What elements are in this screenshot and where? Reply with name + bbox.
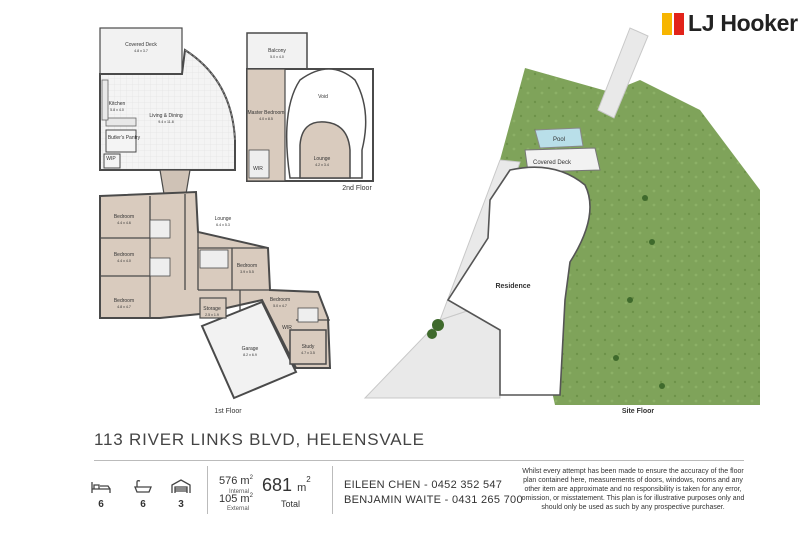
room-label: Lounge xyxy=(215,216,232,222)
second-floor-plan xyxy=(246,32,374,182)
room-dimensions: 4.4 x 4.0 xyxy=(117,259,131,263)
internal-label: Internal xyxy=(229,489,250,495)
external-label: External xyxy=(227,506,250,512)
bed-icon xyxy=(91,482,111,493)
car-spaces-count: 3 xyxy=(178,499,184,510)
divider xyxy=(94,460,744,461)
site-label-residence: Residence xyxy=(495,283,530,290)
disclaimer: Whilst every attempt has been made to en… xyxy=(521,468,745,511)
room-dimensions: 5.8 x 4.0 xyxy=(110,108,124,112)
room-label: Lounge xyxy=(314,156,331,162)
internal-area: 576 m2 xyxy=(219,475,253,487)
room-label: WIP xyxy=(106,156,116,162)
garage-icon xyxy=(171,479,191,493)
site-floor-title: Site Floor xyxy=(622,408,655,415)
site-label-covered-deck: Covered Deck xyxy=(533,160,572,166)
total-area: 681 m2 xyxy=(262,475,311,495)
room-dimensions: 4.2 x 3.4 xyxy=(315,163,329,167)
lj-hooker-logo-icon xyxy=(662,13,684,35)
separator xyxy=(332,466,333,514)
site-residence xyxy=(446,166,591,396)
room-dimensions: 4.0 x 8.5 xyxy=(259,117,273,121)
room-label: Bedroom xyxy=(114,298,134,304)
room-label: Master Bedroom xyxy=(248,110,285,116)
bathrooms-count: 6 xyxy=(140,499,146,510)
room-label: Butler's Pantry xyxy=(108,135,141,141)
room-dimensions: 3.9 x 5.5 xyxy=(240,270,254,274)
room-label: Covered Deck xyxy=(125,42,157,48)
room-dimensions: 8.2 x 6.9 xyxy=(243,353,257,357)
agent-contact: EILEEN CHEN - 0452 352 547 xyxy=(344,479,503,491)
bath-icon xyxy=(134,480,152,493)
room-label: Study xyxy=(302,344,315,350)
room-label: Bedroom xyxy=(237,263,257,269)
room-label: Bedroom xyxy=(270,297,290,303)
room-label: Bedroom xyxy=(114,214,134,220)
first-floor-plan xyxy=(99,27,332,400)
external-area: 105 m2 xyxy=(219,493,253,505)
first-covered-deck xyxy=(99,27,183,75)
first-study xyxy=(289,329,327,365)
room-label: Garage xyxy=(242,346,259,352)
room-dimensions: 4.8 x 3.7 xyxy=(134,49,148,53)
room-label: Kitchen xyxy=(109,101,126,107)
separator xyxy=(207,466,208,514)
total-label: Total xyxy=(281,499,301,509)
room-label: WIR xyxy=(282,325,292,331)
first-floor-title: 1st Floor xyxy=(214,408,242,415)
room-dimensions: 9.4 x 11.8 xyxy=(158,120,174,124)
room-label: WIR xyxy=(253,166,263,172)
second-floor-title: 2nd Floor xyxy=(342,185,372,192)
bedrooms-count: 6 xyxy=(98,499,104,510)
room-dimensions: 5.0 x 4.0 xyxy=(270,55,284,59)
room-dimensions: 4.7 x 3.5 xyxy=(301,351,315,355)
room-label: Void xyxy=(318,94,328,100)
site-pool xyxy=(534,127,584,149)
room-label: Living & Dining xyxy=(149,113,183,119)
room-dimensions: 6.4 x 5.3 xyxy=(216,223,230,227)
room-label: Storage xyxy=(203,306,221,312)
room-label: Balcony xyxy=(268,48,286,54)
brand-name: LJ Hooker xyxy=(688,10,798,36)
room-dimensions: 2.5 x 1.9 xyxy=(205,313,219,317)
room-dimensions: 5.0 x 4.7 xyxy=(273,304,287,308)
room-dimensions: 4.8 x 4.7 xyxy=(117,305,131,309)
room-label: Bedroom xyxy=(114,252,134,258)
agent-contact: BENJAMIN WAITE - 0431 265 700 xyxy=(344,494,523,506)
property-address: 113 RIVER LINKS BLVD, HELENSVALE xyxy=(94,430,425,449)
site-plan xyxy=(363,27,760,405)
site-label-pool: Pool xyxy=(553,137,565,143)
room-dimensions: 4.4 x 4.6 xyxy=(117,221,131,225)
first-garage xyxy=(200,300,298,400)
